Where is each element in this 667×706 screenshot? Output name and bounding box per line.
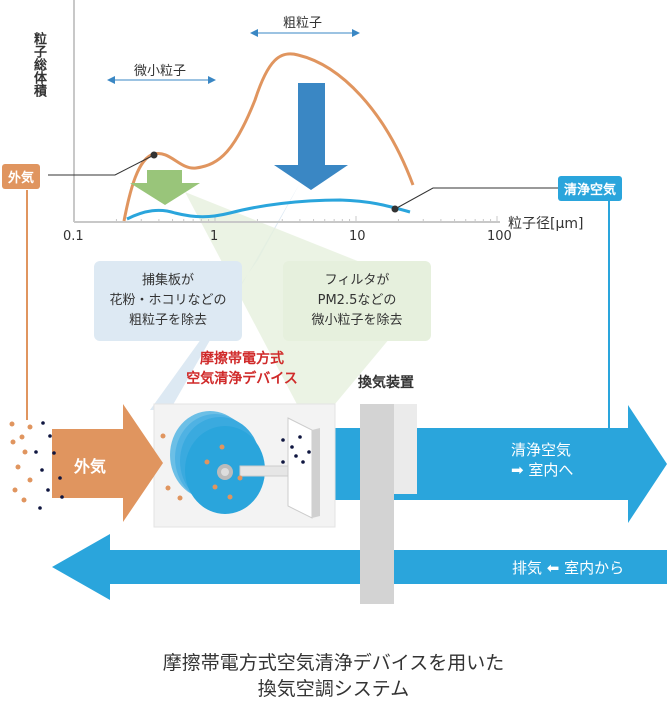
callout-line: 微小粒子を除去 <box>311 313 403 328</box>
fine-particle <box>38 506 42 510</box>
fine-particle <box>298 435 302 439</box>
coarse-particle <box>21 497 27 503</box>
outside-air-curve <box>122 52 415 222</box>
filter-icon <box>287 417 320 519</box>
callout-line: フィルタが <box>324 273 390 288</box>
coarse-removal-arrow-icon <box>274 83 348 190</box>
fine-particle <box>52 451 56 455</box>
fine-particle <box>301 460 305 464</box>
callout-line: 花粉・ホコリなどの <box>109 293 227 308</box>
fine-particle <box>34 450 38 454</box>
ventilation-unit <box>360 404 394 604</box>
x-tick-label: 0.1 <box>63 229 84 244</box>
fine-range-arrow <box>107 76 216 84</box>
fine-removal-arrow-icon <box>130 170 200 205</box>
coarse-particle <box>9 421 15 427</box>
coarse-particle <box>19 434 25 440</box>
fine-particle <box>294 454 298 458</box>
x-tick-label: 1 <box>210 229 219 244</box>
x-axis-label: 粒子径[μm] <box>508 216 584 232</box>
fine-range-label: 微小粒子 <box>134 64 187 79</box>
outside-air-tag: 外気 <box>2 164 41 189</box>
fine-particle <box>41 421 45 425</box>
coarse-particle <box>15 464 21 470</box>
callout-line: PM2.5などの <box>317 293 397 308</box>
coarse-particle <box>212 484 218 490</box>
coarse-particle <box>219 444 225 450</box>
x-tick-label: 100 <box>487 229 512 244</box>
fine-particle <box>60 495 64 499</box>
fine-particle <box>46 488 50 492</box>
coarse-range-arrow <box>250 29 360 37</box>
coarse-particle <box>160 433 166 439</box>
coarse-particle <box>204 459 210 465</box>
clean-air-tag: 清浄空気 <box>558 176 623 201</box>
coarse-particle <box>10 439 16 445</box>
particles <box>9 421 311 510</box>
exhaust-arrow <box>52 534 667 600</box>
fine-particle <box>40 468 44 472</box>
x-tick-label: 10 <box>349 229 366 244</box>
fine-particle <box>307 450 311 454</box>
collector-disc-stack-icon <box>170 411 303 514</box>
caption-line: 摩擦帯電方式空気清浄デバイスを用いた <box>162 652 505 674</box>
coarse-particle <box>165 485 171 491</box>
coarse-particle <box>177 495 183 501</box>
coarse-particle <box>227 494 233 500</box>
caption-line: 換気空調システム <box>257 678 410 700</box>
device-title-line: 摩擦帯電方式 <box>200 351 284 367</box>
fine-particle <box>290 445 294 449</box>
exhaust-label: 排気 ⬅ 室内から <box>512 559 625 577</box>
clean-air-leader <box>394 187 560 210</box>
ventilation-panel <box>393 404 417 494</box>
figure-caption: 摩擦帯電方式空気清浄デバイスを用いた 換気空調システム <box>0 650 667 702</box>
coarse-particle <box>237 475 243 481</box>
clean-air-marker <box>391 205 399 213</box>
inflow-arrow <box>52 404 163 522</box>
clean-air-curve <box>126 198 411 221</box>
clean-out-label: 清浄空気 ➡ 室内へ <box>511 440 573 480</box>
x-axis-ticks <box>73 216 498 222</box>
device-title-line: 空気清浄デバイス <box>186 371 298 387</box>
coarse-particle <box>27 477 33 483</box>
callout-line: 捕集板が <box>141 273 194 288</box>
y-axis-label: 粒子総体積 <box>31 32 46 97</box>
outside-air-leader <box>48 154 155 176</box>
fine-particle <box>58 476 62 480</box>
inflow-label: 外気 <box>74 457 107 476</box>
fine-particle <box>48 434 52 438</box>
fine-particle <box>281 438 285 442</box>
coarse-particle <box>22 449 28 455</box>
clean-out-line: 清浄空気 <box>511 441 572 459</box>
filter-callout: フィルタが PM2.5などの 微小粒子を除去 <box>283 261 431 341</box>
fine-particle <box>281 460 285 464</box>
coarse-particle <box>27 424 33 430</box>
coarse-range-label: 粗粒子 <box>283 16 323 31</box>
callout-line: 粗粒子を除去 <box>128 313 207 328</box>
coarse-particle <box>12 487 18 493</box>
clean-out-line: ➡ 室内へ <box>511 461 574 479</box>
outside-air-marker <box>150 151 158 159</box>
device-title: 摩擦帯電方式 空気清浄デバイス <box>172 349 312 389</box>
collector-callout: 捕集板が 花粉・ホコリなどの 粗粒子を除去 <box>94 261 242 341</box>
ventilation-label: 換気装置 <box>358 375 414 391</box>
